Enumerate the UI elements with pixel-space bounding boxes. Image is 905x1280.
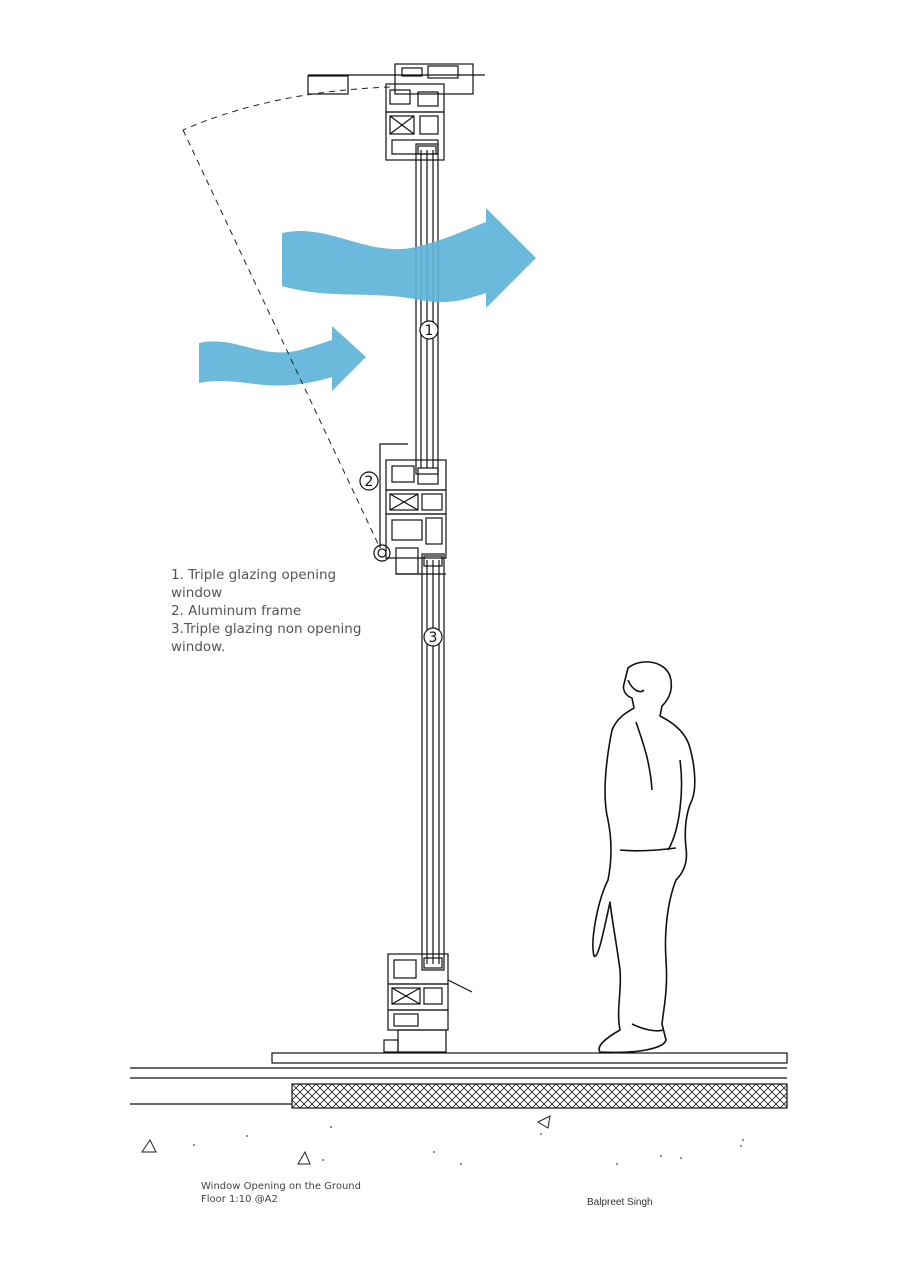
legend: 1. Triple glazing opening window 2. Alum…: [171, 566, 371, 656]
concrete-marks: [141, 1115, 744, 1165]
marker-2: 2: [359, 471, 379, 491]
person-figure: [592, 661, 696, 1054]
caption-line-2: Floor 1:10 @A2: [201, 1194, 278, 1205]
author-name: Balpreet Singh: [587, 1197, 653, 1208]
swing-path: [182, 86, 391, 549]
legend-item-2: 2. Aluminum frame: [171, 603, 302, 619]
drawing-caption: Window Opening on the Ground Floor 1:10 …: [201, 1180, 361, 1206]
svg-text:3: 3: [429, 630, 438, 646]
airflow-arrow-upper: [282, 208, 536, 308]
marker-3: 3: [423, 627, 443, 647]
svg-text:1: 1: [425, 323, 434, 339]
legend-item-3: 3.Triple glazing non opening window.: [171, 621, 362, 655]
floor-section: [130, 1052, 788, 1109]
fixed-window-glazing: [421, 553, 445, 971]
sill-frame: [383, 953, 473, 1053]
head-frame: [307, 63, 485, 161]
opening-window-glazing: [415, 143, 439, 475]
airflow-arrow-lower: [199, 326, 366, 391]
middle-frame: [373, 443, 447, 575]
marker-1: 1: [419, 320, 439, 340]
caption-line-1: Window Opening on the Ground: [201, 1181, 361, 1192]
svg-text:2: 2: [365, 474, 374, 490]
legend-item-1: 1. Triple glazing opening window: [171, 567, 337, 601]
